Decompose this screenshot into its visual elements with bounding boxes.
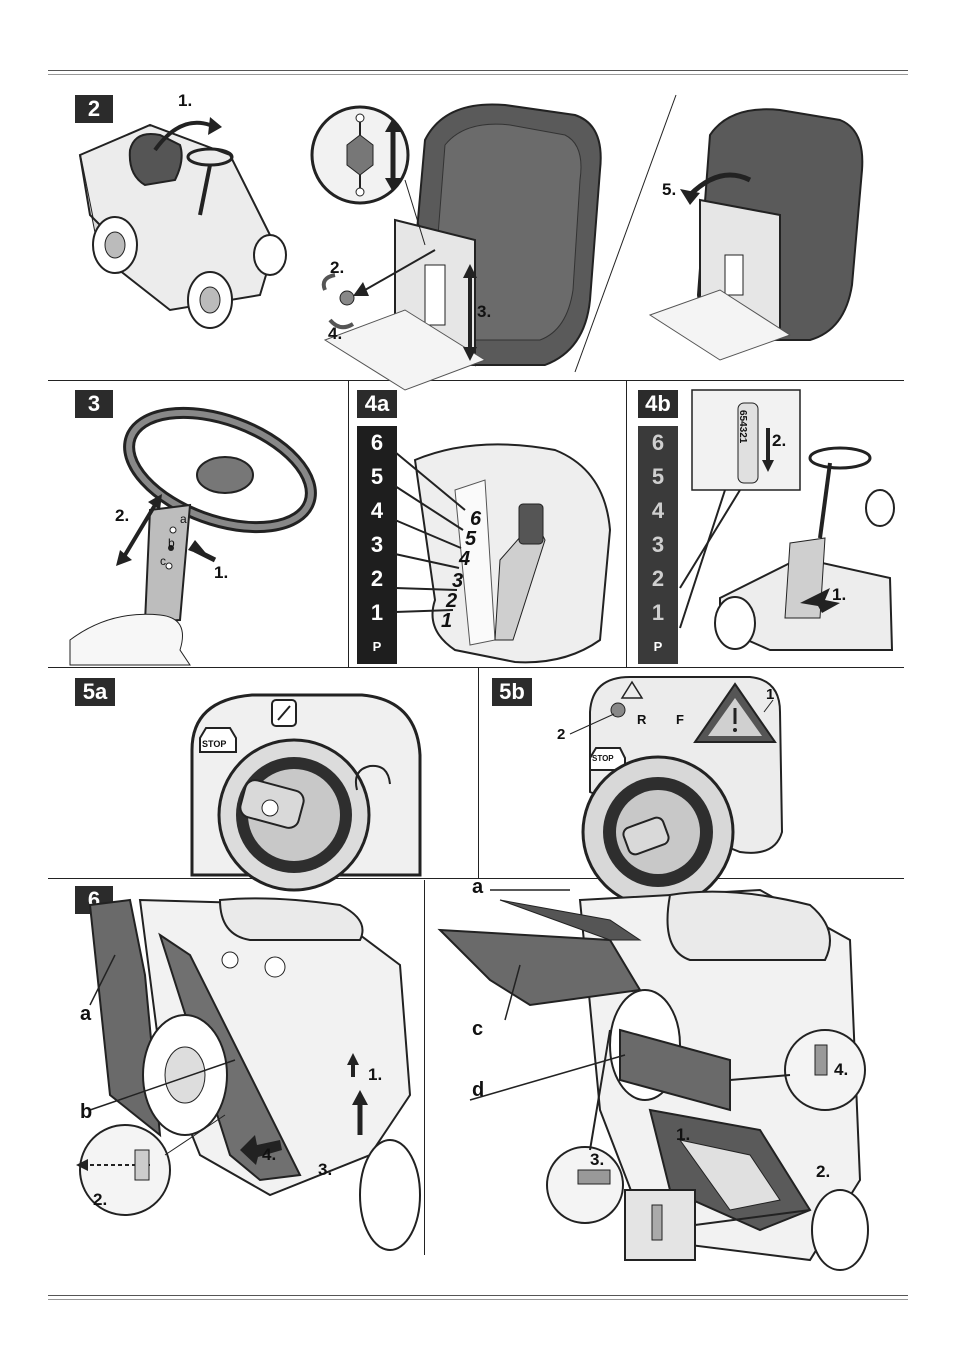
ignition-switch-illustration	[192, 690, 422, 875]
part-a-right: a	[472, 876, 483, 899]
part-c-deflector: c	[472, 1018, 483, 1041]
step-1-label: 1.	[676, 1125, 690, 1145]
park-symbol: P	[638, 630, 678, 664]
panel-tag-5a: 5a	[75, 678, 115, 706]
mower-overview-illustration	[60, 95, 310, 335]
step-1-label: 1.	[178, 91, 192, 111]
panel-tag-5b: 5b	[492, 678, 532, 706]
callout-1: 1	[766, 686, 774, 703]
mulch-plug-illustration	[430, 880, 865, 1270]
step-2-label: 2.	[772, 431, 786, 451]
lever-gear-1: 1	[441, 610, 452, 633]
part-b-chute: b	[80, 1101, 92, 1124]
lever-gear-4: 4	[459, 548, 470, 571]
step-4-label: 4.	[834, 1060, 848, 1080]
gear-scale-4b: 6 5 4 3 2 1 P	[638, 426, 678, 664]
park-symbol: P	[357, 630, 397, 664]
gear-3: 3	[638, 528, 678, 562]
gear-2: 2	[357, 562, 397, 596]
gear-4: 4	[357, 494, 397, 528]
gear-dial-numbers: 654321	[737, 410, 748, 443]
gear-6: 6	[638, 426, 678, 460]
step-2-label: 2.	[816, 1162, 830, 1182]
direction-r: R	[637, 712, 646, 727]
step-3-label: 3.	[590, 1150, 604, 1170]
steering-adjust-illustration	[70, 390, 330, 665]
step-1-label: 1.	[832, 585, 846, 605]
position-b: b	[168, 536, 175, 550]
position-a: a	[180, 512, 187, 526]
panel-tag-4a: 4a	[357, 390, 397, 418]
step-2-label: 2.	[330, 258, 344, 278]
callout-2: 2	[557, 726, 565, 743]
gear-5: 5	[357, 460, 397, 494]
direction-f: F	[676, 712, 684, 727]
step-3-label: 3.	[318, 1160, 332, 1180]
seat-adjust-illustration	[305, 100, 605, 375]
part-d-plug: d	[472, 1079, 484, 1102]
part-a-bag: a	[80, 1003, 91, 1026]
step-2-label: 2.	[115, 506, 129, 526]
gear-1: 1	[357, 596, 397, 630]
gear-selector-illustration	[680, 388, 895, 666]
position-c: c	[160, 554, 166, 568]
gear-6: 6	[357, 426, 397, 460]
step-4-label: 4.	[262, 1145, 276, 1165]
gear-4: 4	[638, 494, 678, 528]
seat-fold-illustration	[640, 105, 870, 355]
gear-scale-4a: 6 5 4 3 2 1 P	[357, 426, 397, 664]
step-5-label: 5.	[662, 180, 676, 200]
gear-1: 1	[638, 596, 678, 630]
step-4-label: 4.	[328, 324, 342, 344]
step-1-label: 1.	[214, 563, 228, 583]
step-3-label: 3.	[477, 302, 491, 322]
control-panel-illustration	[570, 672, 790, 877]
gear-5: 5	[638, 460, 678, 494]
gear-lever-illustration	[395, 440, 620, 665]
stop-symbol: STOP	[202, 739, 226, 749]
stop-symbol: STOP	[592, 754, 614, 763]
step-2-label: 2.	[93, 1190, 107, 1210]
gear-3: 3	[357, 528, 397, 562]
step-1-label: 1.	[368, 1065, 382, 1085]
gear-2: 2	[638, 562, 678, 596]
panel-tag-4b: 4b	[638, 390, 678, 418]
